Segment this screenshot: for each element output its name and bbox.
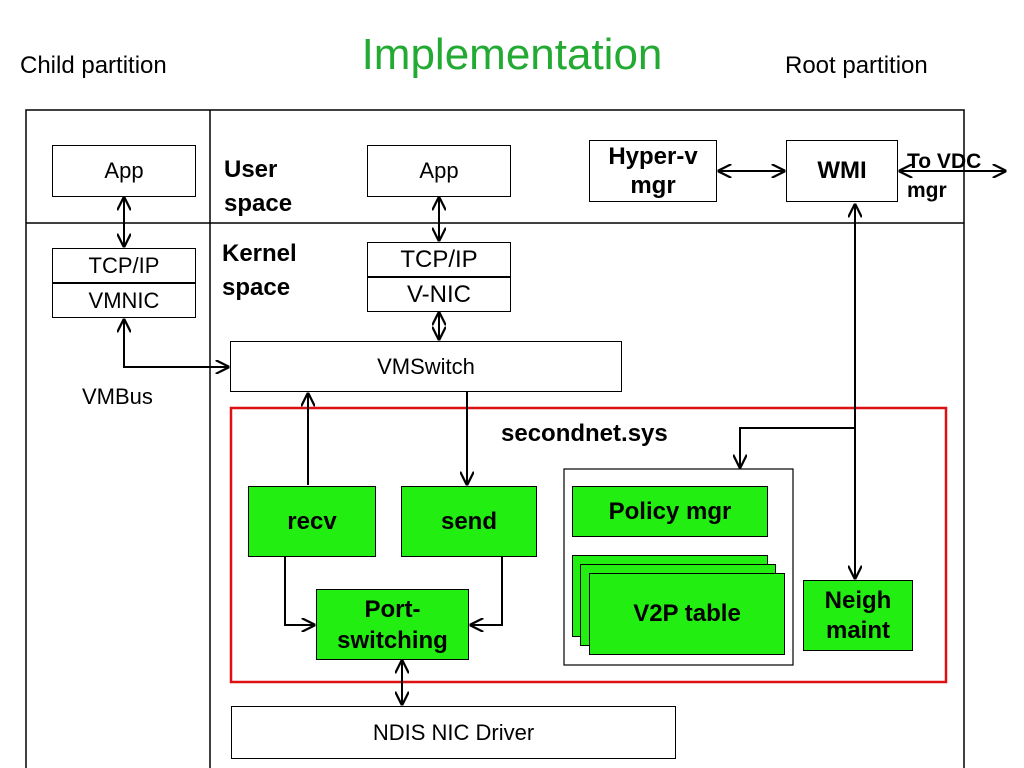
hyperv-mgr-box: Hyper-v mgr — [589, 140, 717, 202]
policy-region — [563, 468, 794, 666]
arrow-recv-portswitch — [284, 557, 314, 625]
kernel-space-line-2: space — [222, 274, 291, 301]
neigh-maint-line-1: Neigh — [824, 586, 892, 614]
user-space-line-2: space — [224, 190, 293, 217]
neigh-maint-line-2: maint — [825, 616, 890, 644]
vmswitch-box: VMSwitch — [230, 341, 622, 392]
secondnet-region — [229, 406, 948, 684]
kernel-space-line-1: Kernel — [222, 240, 297, 267]
root-tcpip-box: TCP/IP — [367, 242, 511, 277]
ndis-driver-box: NDIS NIC Driver — [231, 706, 676, 759]
root-vnic-box: V-NIC — [367, 277, 511, 312]
user-space-label: User space — [224, 153, 292, 221]
child-vmnic-box: VMNIC — [52, 283, 196, 318]
vmbus-label: VMBus — [82, 384, 153, 409]
port-switching-line-1: Port- — [364, 595, 421, 623]
to-vdc-mgr-label: To VDC mgr — [907, 147, 981, 205]
wmi-box: WMI — [786, 140, 898, 202]
secondnet-label: secondnet.sys — [501, 420, 668, 447]
port-switching-box: Port- switching — [316, 589, 469, 660]
recv-box: recv — [248, 486, 376, 557]
child-tcpip-box: TCP/IP — [52, 248, 196, 283]
root-app-box: App — [367, 145, 511, 197]
page-title: Implementation — [361, 30, 663, 79]
policy-mgr-box: Policy mgr — [572, 486, 768, 537]
child-app-box: App — [52, 145, 196, 197]
v2p-table-box: V2P table — [589, 573, 785, 655]
kernel-space-label: Kernel space — [222, 237, 297, 305]
arrow-vmbus — [124, 320, 228, 367]
hyperv-mgr-line-2: mgr — [630, 172, 676, 199]
partition-frame — [25, 109, 965, 768]
root-partition-label: Root partition — [785, 52, 928, 79]
neigh-maint-box: Neigh maint — [803, 580, 913, 651]
child-partition-label: Child partition — [20, 52, 167, 79]
arrow-send-portswitch — [471, 557, 503, 625]
user-space-line-1: User — [224, 156, 278, 183]
arrow-wmi-policy — [740, 427, 855, 467]
to-vdc-line-1: To VDC — [907, 150, 982, 173]
hyperv-mgr-line-1: Hyper-v — [608, 143, 698, 170]
to-vdc-line-2: mgr — [907, 179, 947, 202]
send-box: send — [401, 486, 537, 557]
port-switching-line-2: switching — [337, 626, 448, 654]
